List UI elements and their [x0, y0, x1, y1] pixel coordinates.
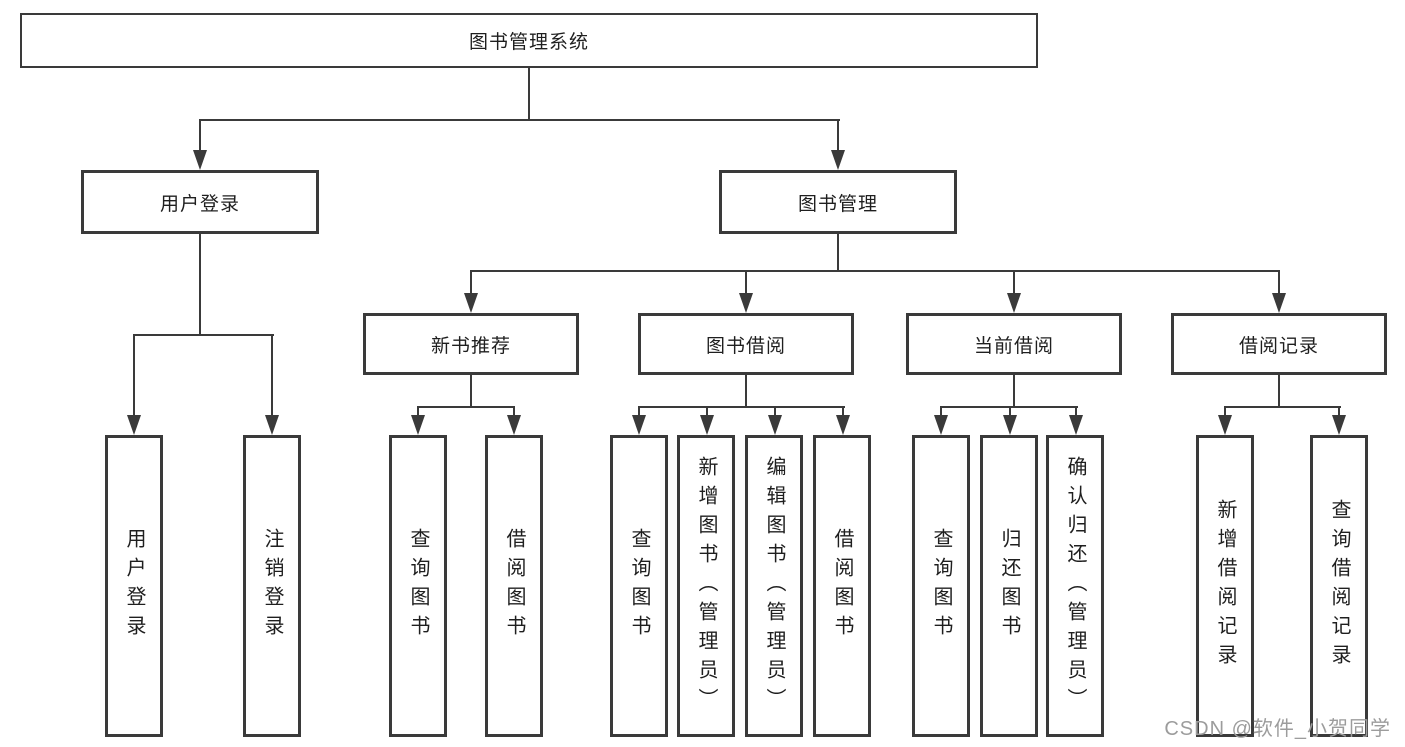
node-user-login-group: 用户登录	[81, 170, 319, 234]
leaf-confirm-return-admin: 确认归还（管理员）	[1046, 435, 1104, 737]
connector-line	[470, 270, 1280, 272]
leaf-borrow-books-recommend: 借阅图书	[485, 435, 543, 737]
leaf-label: 新增借阅记录	[1214, 499, 1236, 673]
connector-arrowhead	[411, 415, 425, 435]
connector-arrowhead	[632, 415, 646, 435]
leaf-label: 查询借阅记录	[1328, 499, 1350, 673]
connector-line	[638, 406, 640, 416]
connector-line	[940, 406, 942, 416]
connector-arrowhead	[1069, 415, 1083, 435]
connector-arrowhead	[1007, 293, 1021, 313]
leaf-edit-books-admin: 编辑图书（管理员）	[745, 435, 803, 737]
leaf-label: 借阅图书	[503, 528, 525, 644]
connector-arrowhead	[831, 150, 845, 170]
leaf-add-borrow-record: 新增借阅记录	[1196, 435, 1254, 737]
connector-arrowhead	[1218, 415, 1232, 435]
leaf-query-books-recommend: 查询图书	[389, 435, 447, 737]
connector-arrowhead	[127, 415, 141, 435]
connector-line	[706, 406, 708, 416]
leaf-label: 注销登录	[261, 528, 283, 644]
connector-line	[528, 68, 530, 120]
connector-line	[470, 270, 472, 294]
leaf-label: 借阅图书	[831, 528, 853, 644]
connector-arrowhead	[464, 293, 478, 313]
node-current-borrowing: 当前借阅	[906, 313, 1122, 375]
connector-line	[1075, 406, 1077, 416]
node-book-management: 图书管理	[719, 170, 957, 234]
connector-line	[271, 334, 273, 416]
connector-line	[1013, 375, 1015, 408]
connector-line	[1013, 270, 1015, 294]
connector-line	[1009, 406, 1011, 416]
leaf-label: 查询图书	[930, 528, 952, 644]
connector-line	[1224, 406, 1226, 416]
connector-line	[1278, 270, 1280, 294]
connector-arrowhead	[265, 415, 279, 435]
connector-arrowhead	[1332, 415, 1346, 435]
leaf-label: 新增图书（管理员）	[695, 455, 717, 717]
leaf-label: 用户登录	[123, 528, 145, 644]
leaf-user-login: 用户登录	[105, 435, 163, 737]
connector-line	[199, 234, 201, 336]
leaf-return-books: 归还图书	[980, 435, 1038, 737]
connector-arrowhead	[739, 293, 753, 313]
connector-line	[745, 270, 747, 294]
connector-arrowhead	[1003, 415, 1017, 435]
leaf-logout: 注销登录	[243, 435, 301, 737]
connector-line	[837, 119, 839, 153]
connector-line	[745, 375, 747, 408]
leaf-label: 确认归还（管理员）	[1064, 455, 1086, 717]
connector-line	[774, 406, 776, 416]
leaf-label: 编辑图书（管理员）	[763, 455, 785, 717]
connector-arrowhead	[836, 415, 850, 435]
csdn-watermark: CSDN @软件_小贺同学	[1164, 718, 1391, 740]
connector-line	[1278, 375, 1280, 408]
connector-line	[417, 406, 419, 416]
node-root: 图书管理系统	[20, 13, 1038, 68]
connector-line	[638, 406, 845, 408]
node-borrowing-records: 借阅记录	[1171, 313, 1387, 375]
connector-arrowhead	[1272, 293, 1286, 313]
connector-line	[1338, 406, 1340, 416]
connector-line	[417, 406, 515, 408]
connector-line	[199, 119, 840, 121]
connector-line	[470, 375, 472, 408]
leaf-label: 查询图书	[407, 528, 429, 644]
node-new-book-recommend: 新书推荐	[363, 313, 579, 375]
leaf-query-borrow-record: 查询借阅记录	[1310, 435, 1368, 737]
connector-arrowhead	[934, 415, 948, 435]
connector-line	[133, 334, 274, 336]
leaf-query-books-borrowing: 查询图书	[610, 435, 668, 737]
leaf-add-books-admin: 新增图书（管理员）	[677, 435, 735, 737]
leaf-label: 归还图书	[998, 528, 1020, 644]
connector-line	[837, 234, 839, 272]
connector-line	[199, 119, 201, 153]
connector-arrowhead	[768, 415, 782, 435]
leaf-query-books-current: 查询图书	[912, 435, 970, 737]
connector-arrowhead	[193, 150, 207, 170]
node-book-borrowing: 图书借阅	[638, 313, 854, 375]
connector-arrowhead	[700, 415, 714, 435]
connector-line	[1224, 406, 1341, 408]
leaf-label: 查询图书	[628, 528, 650, 644]
connector-arrowhead	[507, 415, 521, 435]
leaf-borrow-books: 借阅图书	[813, 435, 871, 737]
connector-line	[513, 406, 515, 416]
connector-line	[842, 406, 844, 416]
connector-line	[133, 334, 135, 416]
